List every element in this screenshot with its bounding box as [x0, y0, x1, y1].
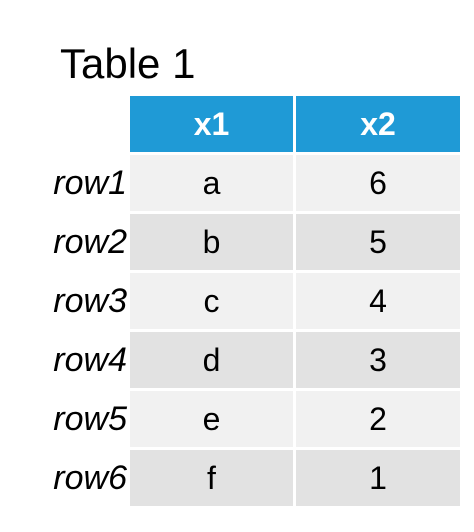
table-cell-x1: e: [130, 391, 293, 447]
table-row: row2 b 5: [0, 214, 474, 270]
column-header-x1: x1: [130, 96, 293, 152]
table-title: Table 1: [60, 40, 196, 87]
row-label: row3: [53, 282, 127, 320]
table-row: row3 c 4: [0, 273, 474, 329]
row-label: row2: [53, 223, 127, 261]
column-header-x2: x2: [296, 96, 460, 152]
table-cell-x2: 1: [296, 450, 460, 506]
table-cell-x1: d: [130, 332, 293, 388]
table-cell-x2: 3: [296, 332, 460, 388]
table-header-row: x1 x2: [0, 96, 474, 152]
table-cell-x2: 2: [296, 391, 460, 447]
table-cell-x2: 4: [296, 273, 460, 329]
table-cell-x2: 6: [296, 155, 460, 211]
table-row: row5 e 2: [0, 391, 474, 447]
row-label: row4: [53, 341, 127, 379]
table-row: row1 a 6: [0, 155, 474, 211]
table-cell-x1: b: [130, 214, 293, 270]
table-cell-x1: f: [130, 450, 293, 506]
table-cell-x1: a: [130, 155, 293, 211]
row-label: row5: [53, 400, 127, 438]
table-row: row6 f 1: [0, 450, 474, 506]
table-row: row4 d 3: [0, 332, 474, 388]
row-label: row6: [53, 459, 127, 497]
table-cell-x2: 5: [296, 214, 460, 270]
table-cell-x1: c: [130, 273, 293, 329]
row-label: row1: [53, 164, 127, 202]
